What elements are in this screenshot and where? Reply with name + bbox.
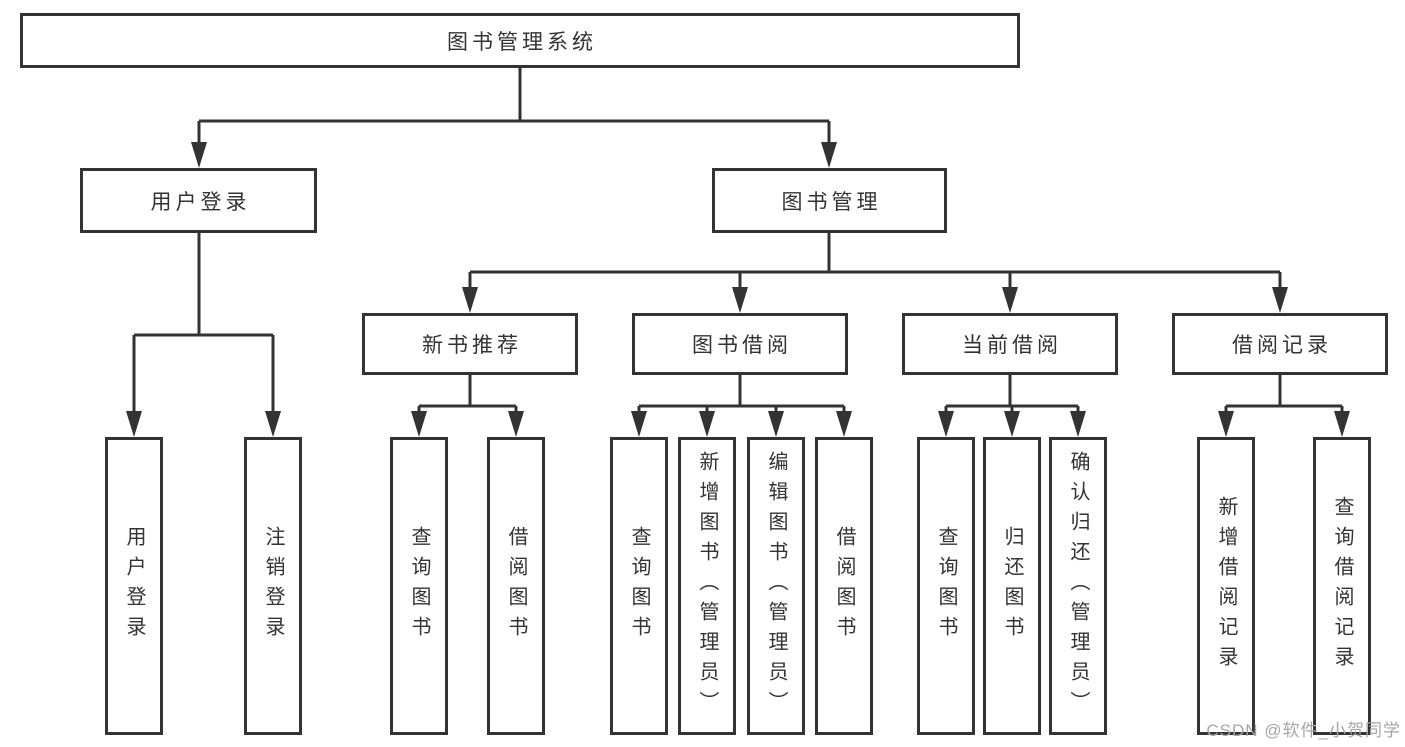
arrow-down-icon <box>821 142 837 168</box>
node-new-book-recommend: 新书推荐 <box>362 313 578 375</box>
arrow-down-icon <box>1070 411 1086 437</box>
arrow-down-icon <box>836 411 852 437</box>
node-book-borrowing: 图书借阅 <box>632 313 848 375</box>
leaf-query-books-borrow: 查询图书 <box>610 437 668 735</box>
node-borrowing-records-label: 借阅记录 <box>1232 334 1332 357</box>
node-user-login-label: 用户登录 <box>150 190 251 214</box>
leaf-borrow-books-recommend-label: 借阅图书 <box>505 526 527 646</box>
node-new-book-recommend-label: 新书推荐 <box>422 334 522 357</box>
arrow-down-icon <box>938 411 954 437</box>
leaf-add-borrow-record-label: 新增借阅记录 <box>1215 496 1237 676</box>
connector-current-borrow-to-leaves <box>938 375 1086 437</box>
node-current-borrowing-label: 当前借阅 <box>962 334 1062 357</box>
leaf-user-login-label: 用户登录 <box>123 526 145 646</box>
leaf-borrow-books-recommend: 借阅图书 <box>487 437 545 735</box>
leaf-add-book-admin-label: 新增图书（管理员） <box>696 451 718 721</box>
leaf-return-books-label: 归还图书 <box>1001 526 1023 646</box>
node-book-borrowing-label: 图书借阅 <box>692 334 792 357</box>
leaf-logout-label: 注销登录 <box>262 526 284 646</box>
arrow-down-icon <box>699 411 715 437</box>
arrow-down-icon <box>508 411 524 437</box>
leaf-query-books-borrow-label: 查询图书 <box>628 526 650 646</box>
leaf-add-book-admin: 新增图书（管理员） <box>678 437 736 735</box>
connector-root-to-level2 <box>191 68 837 168</box>
arrow-down-icon <box>631 411 647 437</box>
connector-user-login-to-leaves <box>126 233 281 437</box>
leaf-confirm-return-admin-label: 确认归还（管理员） <box>1067 451 1089 721</box>
leaf-confirm-return-admin: 确认归还（管理员） <box>1049 437 1107 735</box>
arrow-down-icon <box>768 411 784 437</box>
connector-book-borrow-to-leaves <box>631 375 852 437</box>
node-root: 图书管理系统 <box>20 13 1020 68</box>
node-user-login: 用户登录 <box>80 168 317 233</box>
arrow-down-icon <box>1334 411 1350 437</box>
node-borrowing-records: 借阅记录 <box>1172 313 1388 375</box>
node-root-label: 图书管理系统 <box>447 30 597 54</box>
arrow-down-icon <box>1218 411 1234 437</box>
leaf-add-borrow-record: 新增借阅记录 <box>1197 437 1255 735</box>
leaf-edit-book-admin: 编辑图书（管理员） <box>747 437 805 735</box>
leaf-query-books-current: 查询图书 <box>917 437 975 735</box>
arrow-down-icon <box>1272 287 1288 313</box>
leaf-edit-book-admin-label: 编辑图书（管理员） <box>765 451 787 721</box>
leaf-logout: 注销登录 <box>244 437 302 735</box>
arrow-down-icon <box>1002 287 1018 313</box>
leaf-borrow-books: 借阅图书 <box>815 437 873 735</box>
arrow-down-icon <box>265 411 281 437</box>
connector-book-mgmt-to-level3 <box>462 233 1288 313</box>
leaf-query-books-current-label: 查询图书 <box>935 526 957 646</box>
arrow-down-icon <box>462 287 478 313</box>
connector-new-book-rec-to-leaves <box>411 375 524 437</box>
arrow-down-icon <box>1004 411 1020 437</box>
arrow-down-icon <box>126 411 142 437</box>
leaf-query-borrow-record-label: 查询借阅记录 <box>1331 496 1353 676</box>
leaf-return-books: 归还图书 <box>983 437 1041 735</box>
leaf-user-login: 用户登录 <box>105 437 163 735</box>
node-book-management-label: 图书管理 <box>781 190 882 214</box>
connector-borrow-records-to-leaves <box>1218 375 1350 437</box>
arrow-down-icon <box>411 411 427 437</box>
leaf-borrow-books-label: 借阅图书 <box>833 526 855 646</box>
leaf-query-books-recommend: 查询图书 <box>390 437 448 735</box>
watermark: CSDN @软件_小贺同学 <box>1206 721 1401 740</box>
arrow-down-icon <box>191 142 207 168</box>
leaf-query-borrow-record: 查询借阅记录 <box>1313 437 1371 735</box>
node-book-management: 图书管理 <box>712 168 947 233</box>
leaf-query-books-recommend-label: 查询图书 <box>408 526 430 646</box>
arrow-down-icon <box>732 287 748 313</box>
node-current-borrowing: 当前借阅 <box>902 313 1118 375</box>
